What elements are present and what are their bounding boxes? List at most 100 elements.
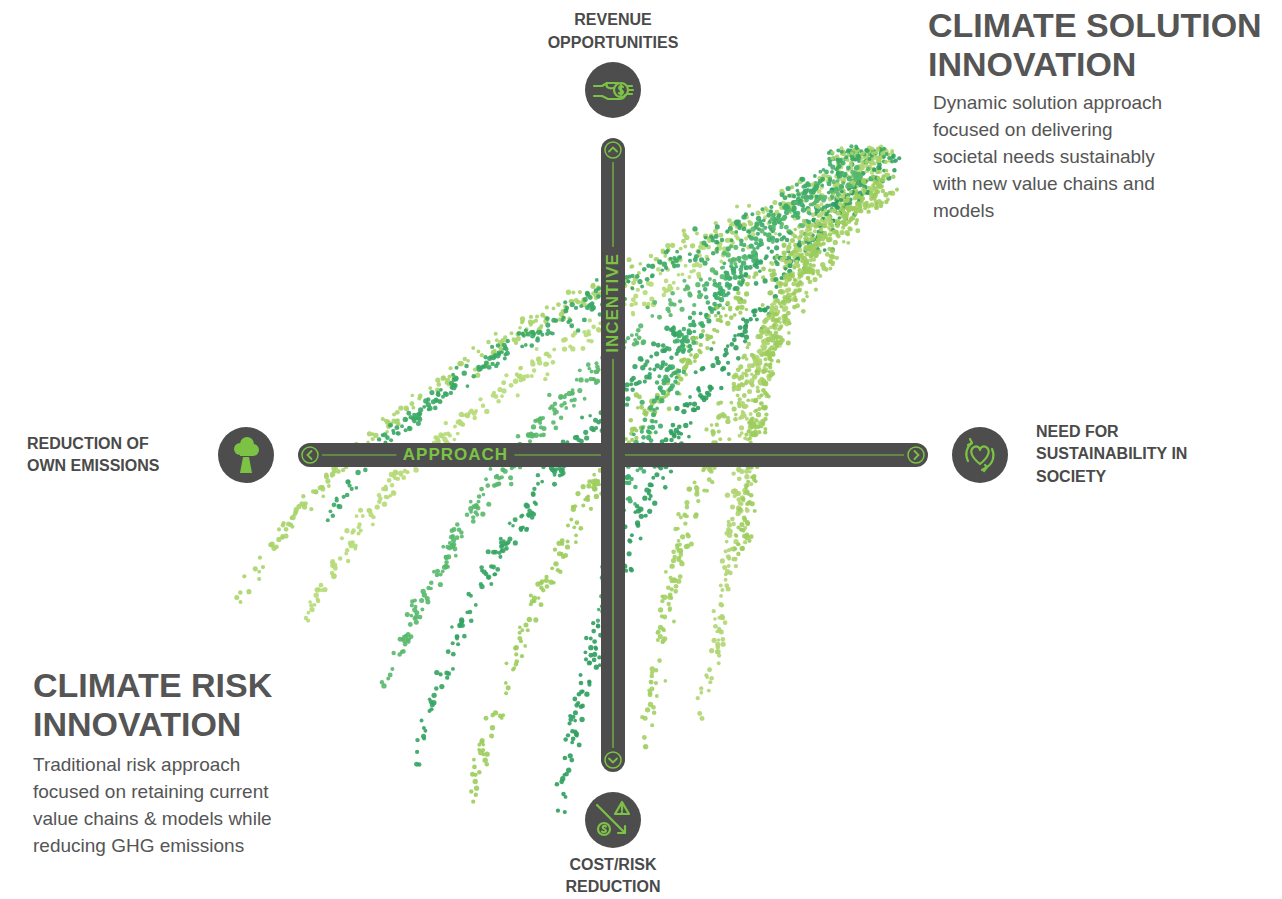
cloud-dot — [552, 482, 557, 487]
cloud-dot — [635, 274, 640, 279]
cloud-dot — [525, 504, 530, 509]
cloud-dot — [728, 226, 733, 231]
cloud-dot — [389, 438, 393, 442]
cloud-dot — [712, 328, 716, 332]
cloud-dot — [355, 514, 359, 518]
cloud-dot — [530, 510, 534, 514]
cloud-dot — [478, 397, 482, 401]
cloud-dot — [508, 522, 512, 526]
cloud-dot — [696, 387, 700, 391]
cloud-dot — [440, 434, 445, 439]
cloud-dot — [744, 319, 749, 324]
cloud-dot — [319, 583, 324, 588]
cloud-dot — [596, 294, 600, 298]
cloud-dot — [563, 737, 568, 742]
cloud-dot — [567, 721, 571, 725]
cloud-dot — [677, 273, 681, 277]
cloud-dot — [781, 242, 786, 247]
cloud-dot — [703, 233, 708, 238]
cloud-dot — [480, 353, 484, 357]
cloud-dot — [766, 213, 771, 218]
cloud-dot — [650, 273, 654, 277]
cloud-dot — [391, 491, 396, 496]
cloud-dot — [594, 494, 599, 499]
cloud-dot — [793, 228, 797, 232]
cloud-dot — [652, 710, 656, 714]
cloud-dot — [409, 401, 414, 406]
cloud-dot — [678, 376, 683, 381]
cloud-dot — [625, 402, 629, 406]
cloud-dot — [693, 359, 697, 363]
cloud-dot — [650, 264, 655, 269]
cloud-dot — [552, 307, 556, 311]
cloud-dot — [519, 366, 523, 370]
cloud-dot — [392, 431, 396, 435]
cloud-dot — [663, 289, 668, 294]
cloud-dot — [592, 658, 597, 663]
cloud-dot — [649, 355, 653, 359]
cloud-dot — [654, 351, 659, 356]
cloud-dot — [336, 504, 340, 508]
cloud-dot — [750, 212, 754, 216]
cloud-dot — [656, 343, 661, 348]
cloud-dot — [746, 229, 750, 233]
cloud-dot — [633, 293, 638, 298]
cloud-dot — [518, 326, 522, 330]
cloud-dot — [584, 692, 589, 697]
cloud-dot — [560, 776, 565, 781]
cloud-dot — [671, 326, 676, 331]
cloud-dot — [649, 680, 654, 685]
cloud-dot — [572, 525, 576, 529]
cloud-dot — [687, 275, 691, 279]
cloud-dot — [524, 527, 529, 532]
cloud-dot — [743, 339, 747, 343]
cloud-dot — [760, 207, 764, 211]
cloud-dot — [735, 286, 740, 291]
cloud-dot — [627, 257, 632, 262]
cloud-dot — [503, 356, 507, 360]
cloud-dot — [688, 402, 692, 406]
cloud-dot — [455, 635, 459, 639]
cloud-dot — [445, 675, 449, 679]
cloud-dot — [568, 753, 573, 758]
cloud-dot — [501, 380, 506, 385]
cloud-dot — [636, 406, 640, 410]
cloud-dot — [630, 438, 634, 442]
cloud-dot — [477, 770, 482, 775]
cloud-dot — [436, 382, 441, 387]
cloud-dot — [586, 339, 590, 343]
cloud-dot — [630, 303, 634, 307]
cloud-dot — [296, 504, 301, 509]
cloud-dot — [588, 295, 593, 300]
cloud-dot — [513, 517, 518, 522]
cloud-dot — [486, 574, 491, 579]
cloud-dot — [637, 279, 642, 284]
cloud-dot — [494, 332, 498, 336]
cloud-dot — [654, 472, 659, 477]
cloud-dot — [669, 438, 673, 442]
cloud-dot — [701, 329, 705, 333]
cloud-dot — [331, 514, 336, 519]
cloud-dot — [346, 480, 350, 484]
cloud-dot — [445, 381, 449, 385]
cloud-dot — [290, 525, 294, 529]
cloud-dot — [371, 522, 375, 526]
cloud-dot — [790, 185, 794, 189]
cloud-dot — [717, 311, 721, 315]
cloud-dot — [699, 311, 703, 315]
cloud-dot — [551, 360, 556, 365]
cloud-dot — [669, 431, 674, 436]
cloud-dot — [325, 479, 330, 484]
cloud-dot — [807, 232, 812, 237]
cloud-dot — [499, 537, 503, 541]
cloud-dot — [651, 476, 655, 480]
cloud-dot — [320, 486, 325, 491]
cloud-dot — [783, 265, 788, 270]
cloud-dot — [710, 335, 714, 339]
cloud-dot — [669, 257, 673, 261]
cloud-dot — [710, 386, 714, 390]
cloud-dot — [770, 249, 774, 253]
cloud-dot — [710, 363, 715, 368]
cloud-dot — [847, 177, 851, 181]
cloud-dot — [674, 584, 679, 589]
